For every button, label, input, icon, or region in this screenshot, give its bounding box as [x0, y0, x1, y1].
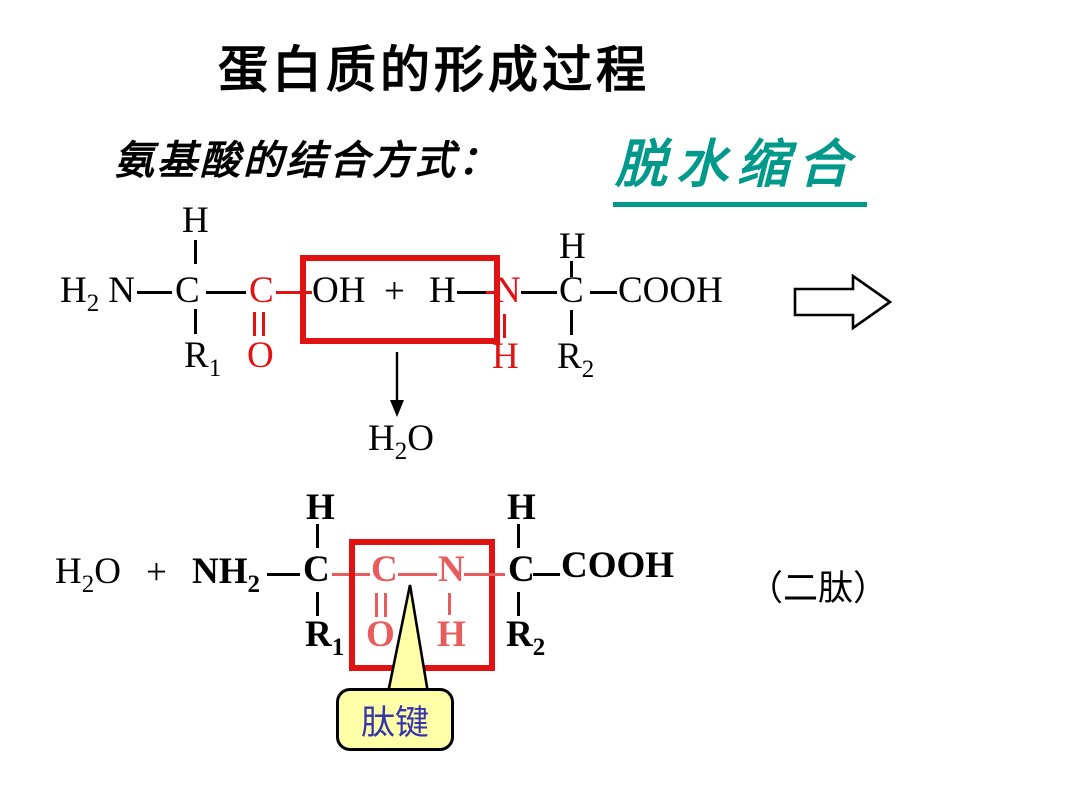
callout-label: 肽键 [361, 705, 429, 742]
reactants-highlight-box [300, 255, 500, 344]
plus-sign: + [384, 271, 405, 312]
atom-c-alpha1: C [303, 549, 330, 590]
bond [276, 291, 312, 294]
atom-nh2-group: NH2 [192, 553, 260, 597]
bond [590, 291, 617, 294]
bond [570, 261, 573, 277]
atom-r: R [184, 335, 209, 376]
bond [570, 310, 573, 335]
atom-h-top1: H [306, 487, 335, 528]
atom-n-peptide: N [438, 549, 465, 590]
atom-h-below-n: H [492, 336, 519, 377]
bond [398, 573, 437, 576]
atom-c-alpha2: C [559, 270, 584, 311]
water-product-label: H2O [55, 553, 121, 597]
atom-h: H [60, 270, 87, 311]
atom-oh: OH [312, 270, 366, 311]
atom-c-alpha2: C [508, 549, 535, 590]
plus-sign: + [146, 552, 167, 593]
bond [457, 291, 486, 294]
bond [206, 291, 246, 294]
bond [521, 291, 557, 294]
subscript: 2 [581, 356, 595, 383]
double-bond [384, 593, 387, 617]
atom-h-top1: H [182, 200, 209, 241]
double-bond [375, 593, 378, 617]
subtitle-answer: 脱水缩合 [613, 122, 868, 207]
bond [517, 592, 520, 616]
atom-r2: R2 [557, 338, 594, 382]
atom-r1: R1 [305, 616, 344, 660]
atom-h: H [368, 418, 395, 459]
atom-h: H [55, 551, 82, 592]
subscript: 2 [532, 634, 546, 661]
atom-cooh: COOH [618, 270, 723, 311]
bond [316, 592, 319, 616]
double-bond [262, 312, 265, 336]
callout-pointer [386, 584, 430, 695]
peptide-bond-callout: 肽键 [336, 688, 454, 751]
dipeptide-label: （二肽） [748, 569, 889, 608]
atom-r2: R2 [506, 616, 545, 660]
atom-c-alpha1: C [175, 270, 200, 311]
atom-h-peptide: H [437, 614, 466, 655]
atom-o: O [94, 551, 121, 592]
subscript: 2 [247, 571, 261, 598]
bond [503, 314, 506, 338]
subscript: 1 [331, 634, 345, 661]
atom-n: N [192, 551, 219, 592]
double-bond [253, 312, 256, 336]
bond [486, 291, 497, 294]
atom-r: R [305, 614, 332, 655]
atom-o-peptide: O [366, 614, 395, 655]
atom-n: N [108, 270, 135, 311]
subscript: 2 [86, 290, 100, 317]
atom-h-top2: H [559, 226, 586, 267]
atom-h: H [218, 551, 248, 592]
subscript: 2 [81, 571, 95, 598]
atom-c-carbonyl: C [249, 270, 274, 311]
atom-o: O [407, 418, 434, 459]
water-label: H2O [368, 420, 434, 464]
bond [194, 309, 197, 334]
atom-cooh: COOH [561, 545, 675, 586]
bond [194, 240, 197, 264]
down-arrow-icon [390, 352, 404, 417]
atom-r1: R1 [184, 337, 221, 381]
bond [517, 524, 520, 548]
atom-n-amine: N [494, 270, 521, 311]
bond [267, 573, 300, 576]
page-title: 蛋白质的形成过程 [218, 42, 650, 98]
atom-h-top2: H [507, 487, 536, 528]
atom-r: R [506, 614, 533, 655]
bond [464, 573, 505, 576]
subscript: 1 [208, 355, 222, 382]
bond [137, 291, 172, 294]
atom-r: R [557, 336, 582, 377]
bond [533, 573, 560, 576]
subtitle-label: 氨基酸的结合方式： [114, 138, 501, 183]
subscript: 2 [394, 438, 408, 465]
atom-c-peptide: C [371, 549, 398, 590]
atom-h-amine: H [429, 270, 456, 311]
atom-o-carbonyl: O [247, 335, 274, 376]
bond [316, 524, 319, 548]
bond [448, 593, 451, 615]
right-arrow-icon [793, 273, 893, 331]
